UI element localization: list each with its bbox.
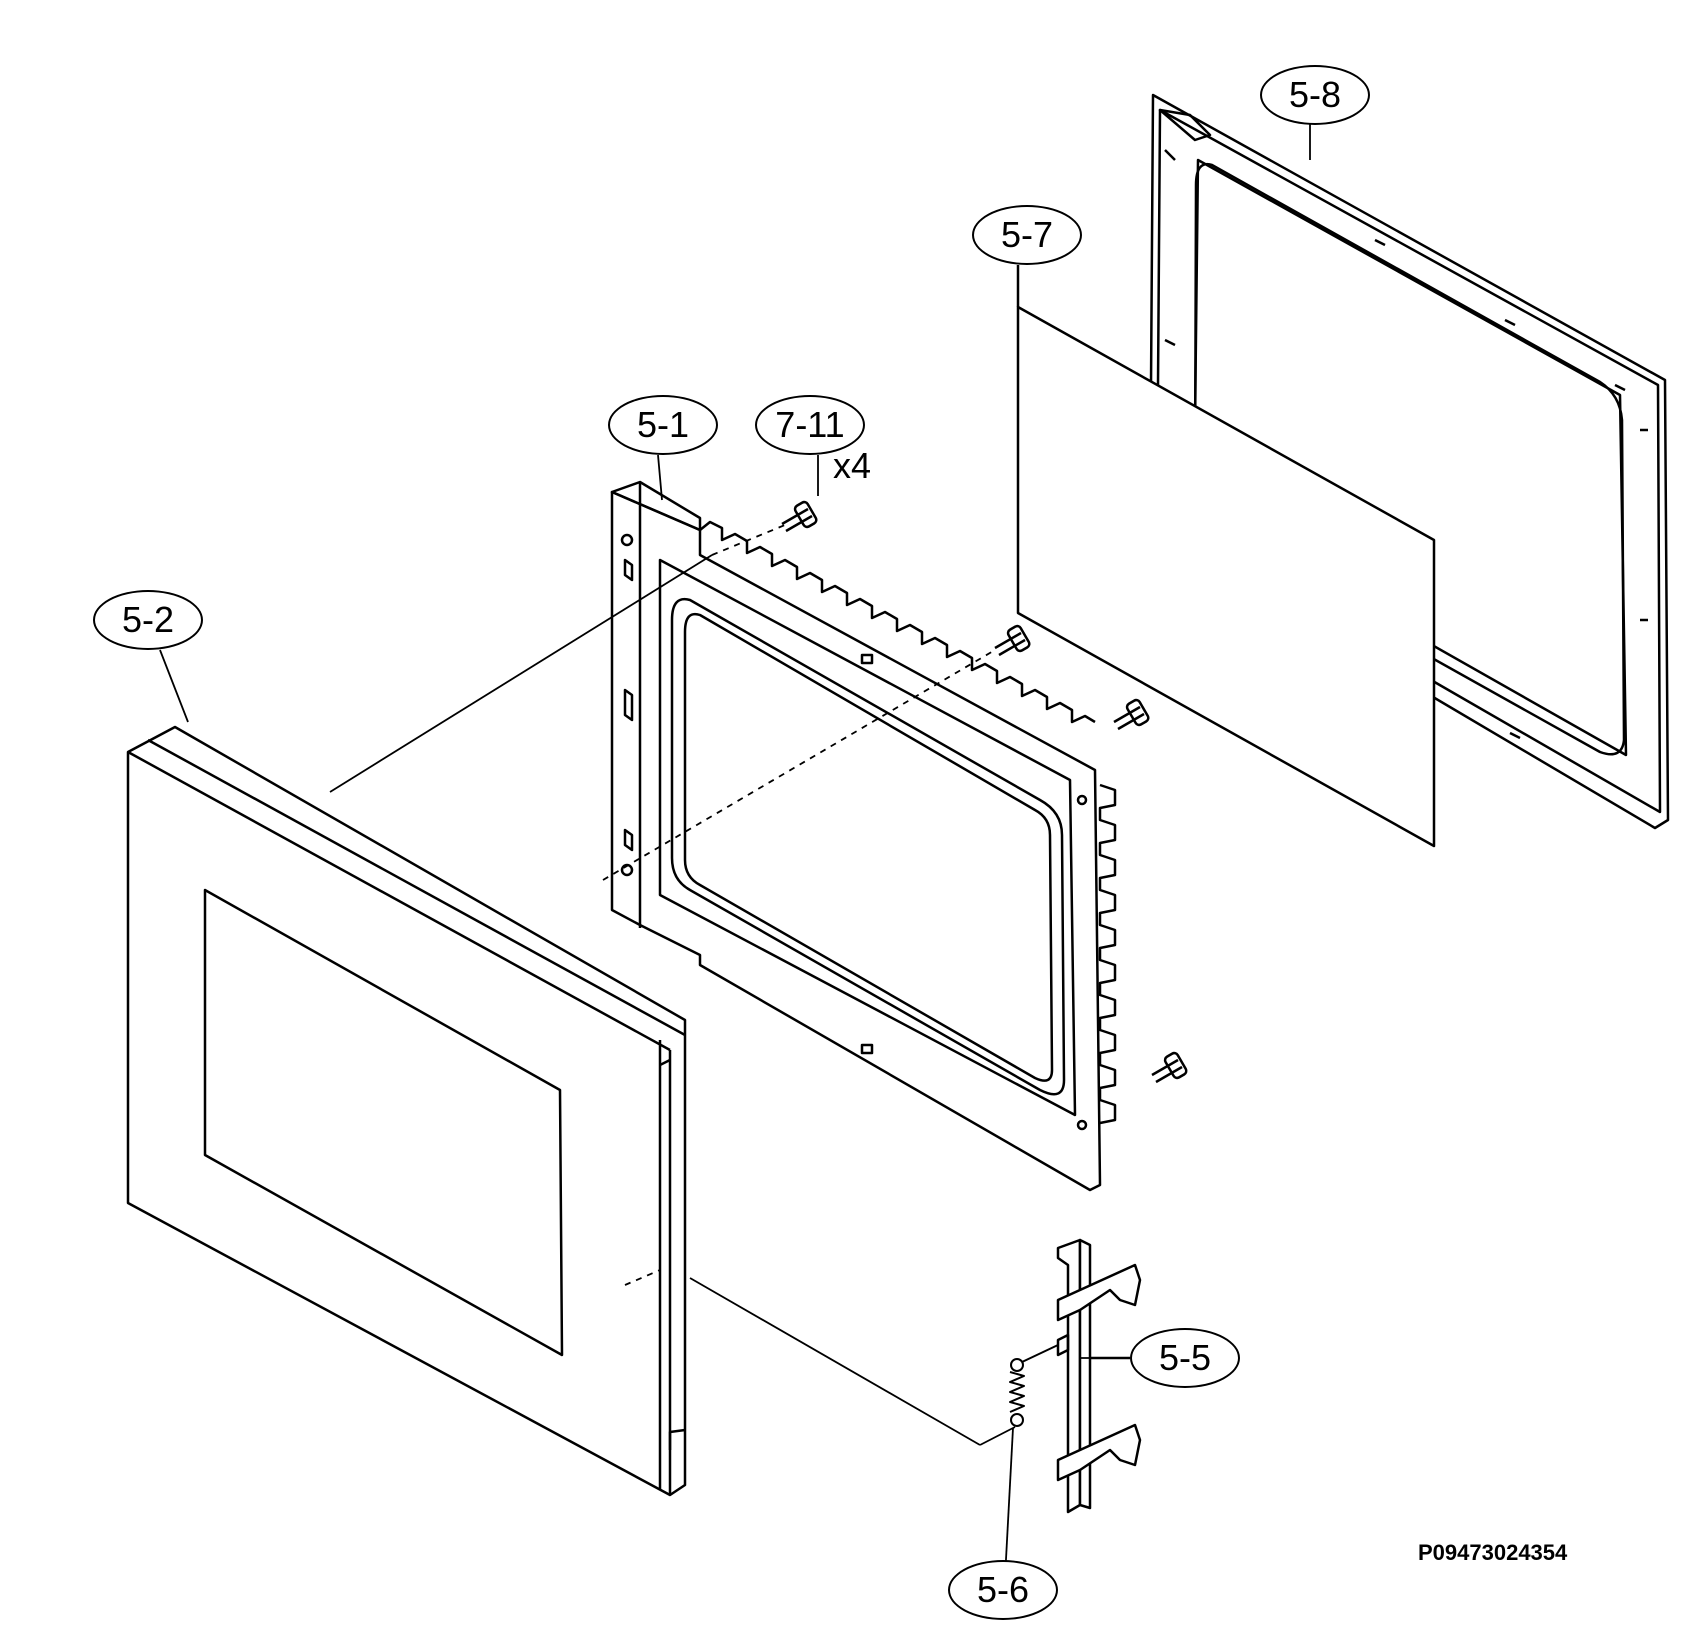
leader-lines: [159, 120, 1311, 1579]
screw-1: [781, 500, 818, 533]
spring-part: [1009, 1344, 1059, 1427]
screw-parts: [781, 500, 1188, 1084]
screw-quantity: x4: [833, 445, 872, 486]
screw-2: [994, 624, 1031, 657]
callout-latch: 5-5: [1130, 1328, 1240, 1388]
screw-4: [1151, 1051, 1188, 1084]
latch-part: [1056, 1238, 1142, 1514]
callout-spring: 5-6: [948, 1560, 1058, 1620]
glass-sheet-part: [1016, 265, 1436, 848]
door-frame-part: [610, 480, 1117, 1192]
screw-3: [1113, 698, 1150, 731]
drawing-code: P09473024354: [1418, 1540, 1568, 1565]
door-panel-part: [126, 725, 687, 1497]
callout-door-panel: 5-2: [93, 590, 203, 650]
callout-glass: 5-7: [972, 205, 1082, 265]
callout-door-frame: 5-1: [608, 395, 718, 455]
callout-choke-cover: 5-8: [1260, 65, 1370, 125]
callout-screw: 7-11: [755, 395, 865, 455]
